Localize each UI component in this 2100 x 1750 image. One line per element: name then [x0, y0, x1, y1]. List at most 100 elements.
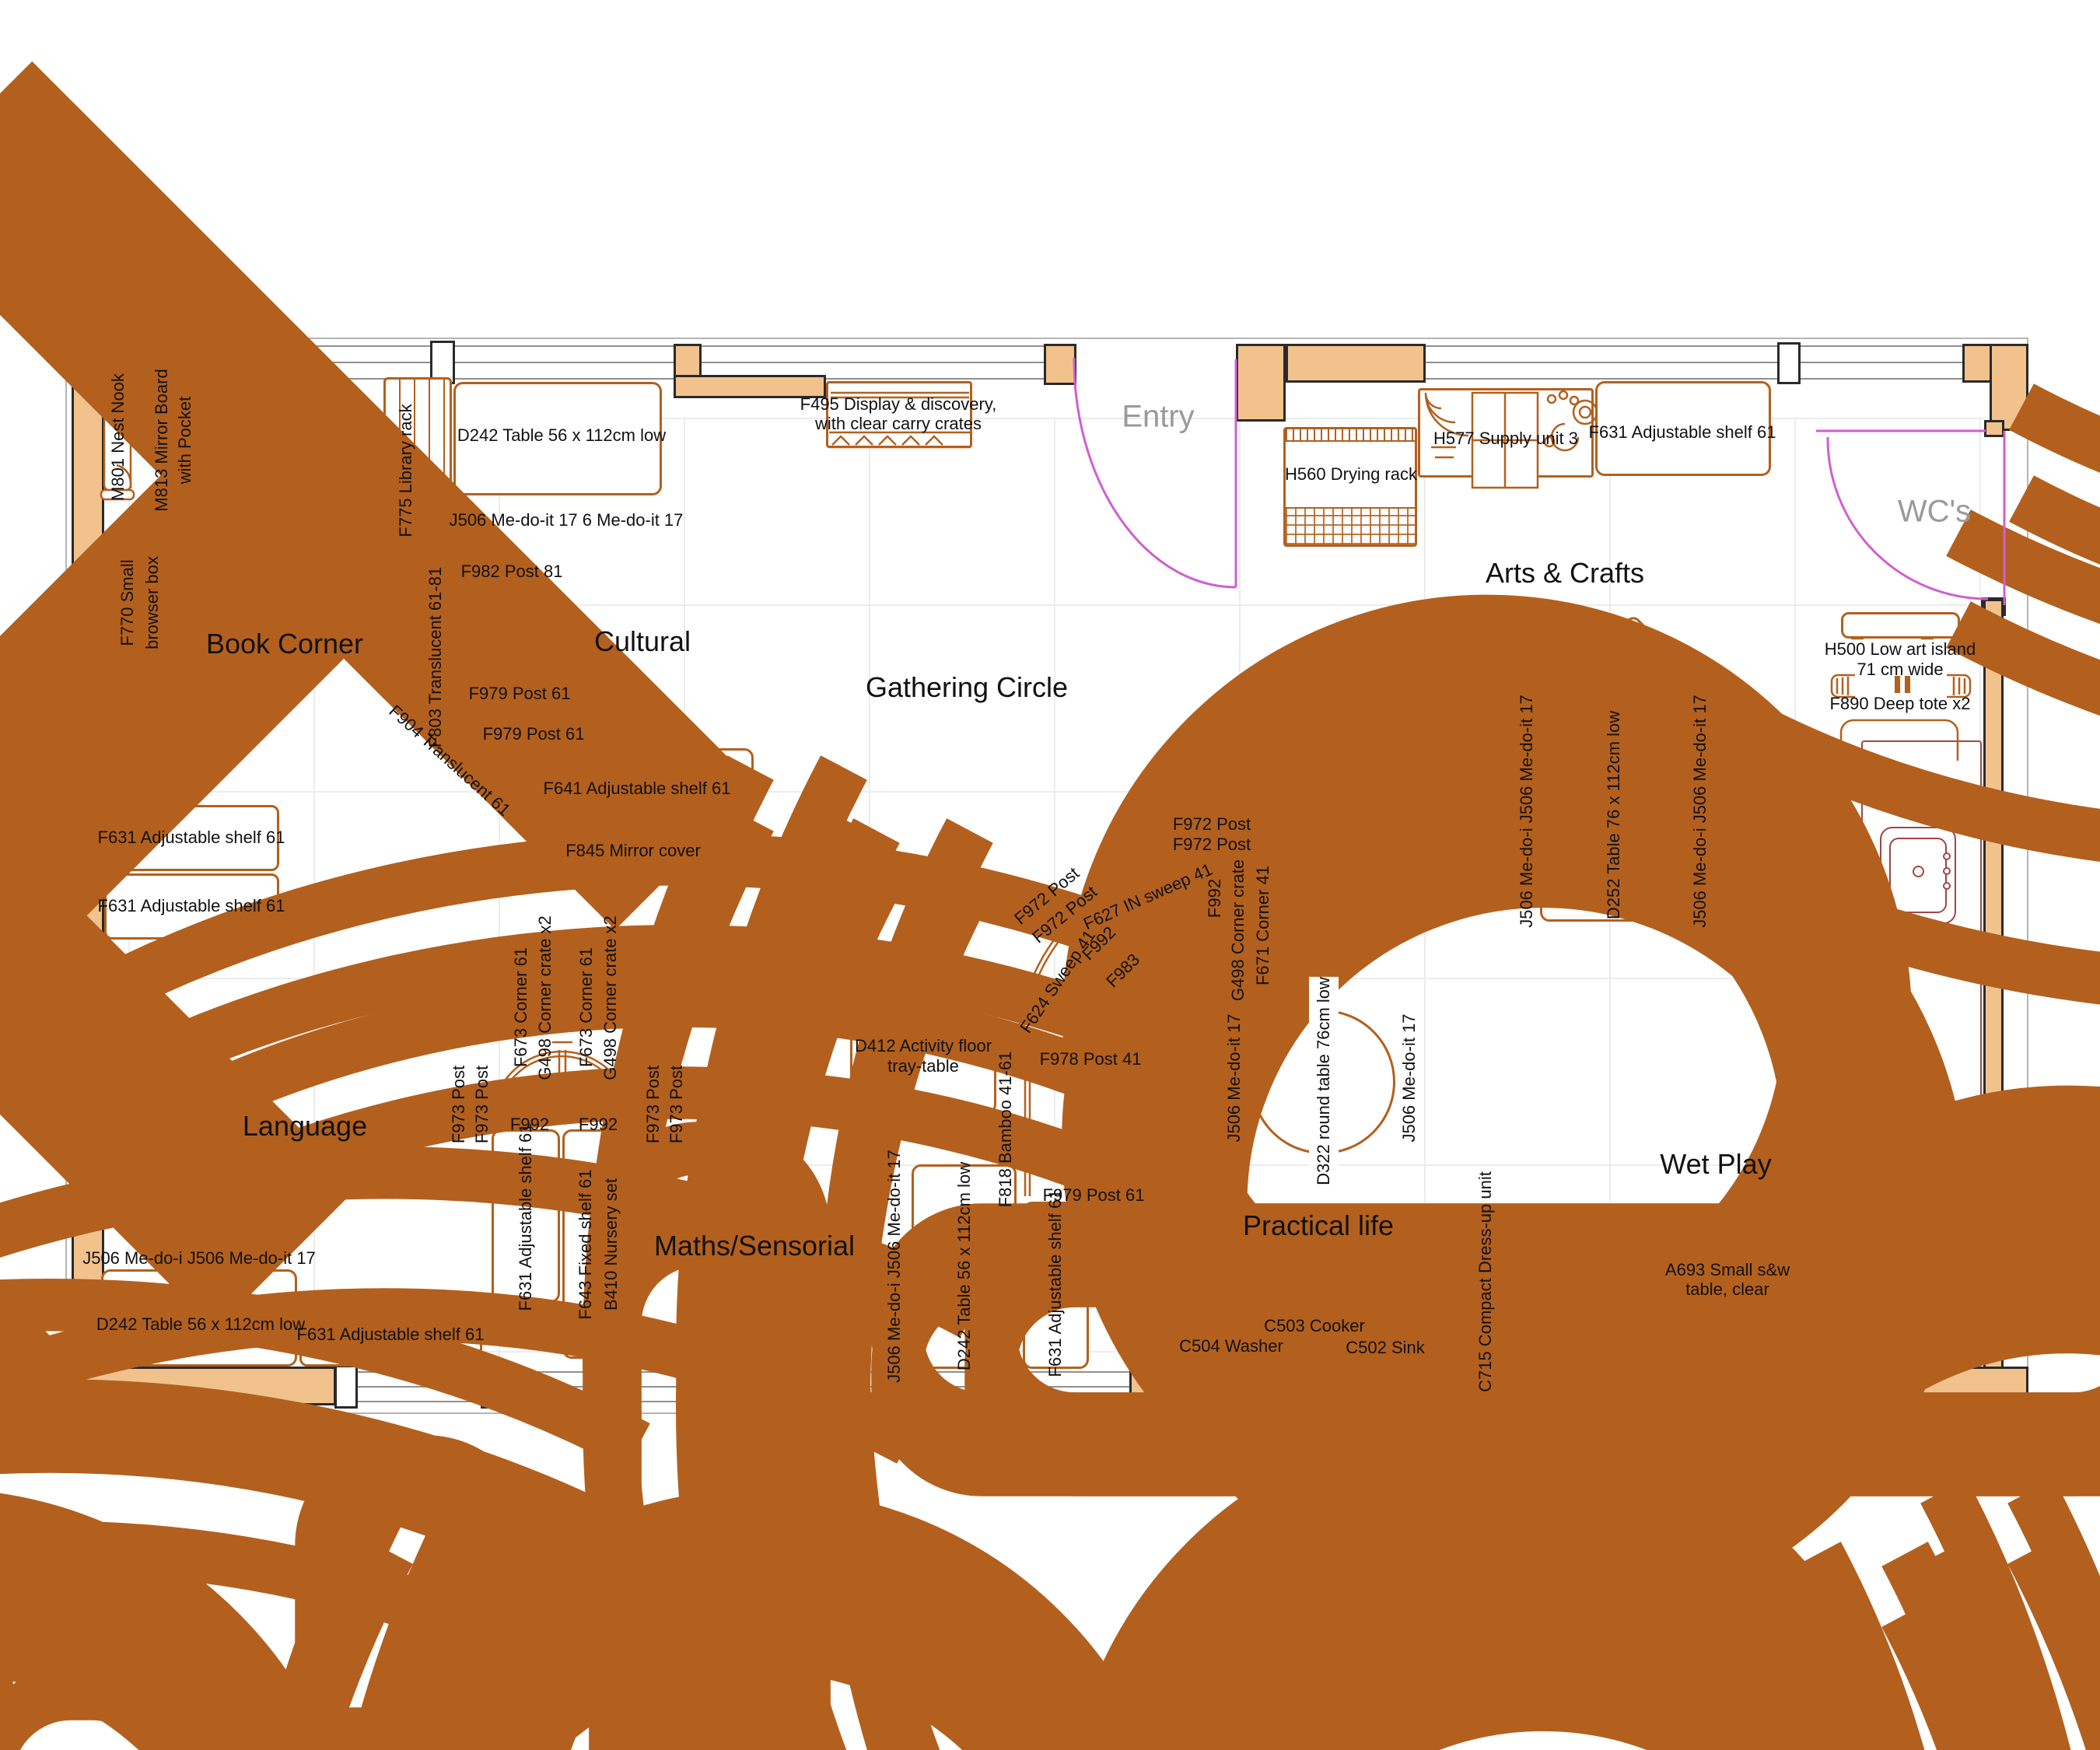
drying-rack-grid	[1286, 507, 1415, 544]
label-f673-left: F673 Corner 61	[511, 947, 531, 1068]
wall-pier	[334, 1365, 358, 1409]
label-g498: G498 Corner crate	[1228, 859, 1248, 1002]
label-g498x2-left: G498 Corner crate x2	[535, 915, 555, 1080]
wall-right-step	[1990, 344, 2028, 431]
label-f973-r2: F973 Post	[667, 1065, 687, 1144]
label-f982: F982 Post 81	[460, 562, 563, 582]
area-label-gathering-circle: Gathering Circle	[865, 670, 1069, 703]
wall-bottom-1	[72, 1367, 336, 1405]
tap-hole	[1943, 882, 1951, 890]
label-f775: F775 Library rack	[396, 404, 416, 537]
label-j506-d322-right: J506 Me-do-it 17	[1399, 1013, 1419, 1143]
label-f972-h2: F972 Post	[1172, 835, 1251, 855]
label-f973-r1: F973 Post	[643, 1065, 663, 1144]
wall-pier-entry-left	[1044, 344, 1076, 385]
wet-play-counter	[1861, 740, 1982, 1277]
label-f979-b: F979 Post 61	[482, 724, 585, 744]
h500-art-island	[1841, 612, 1960, 639]
label-f845: F845 Mirror cover	[565, 841, 701, 861]
label-d242-vertical: D242 Table 56 x 112cm low	[954, 1161, 975, 1371]
window	[358, 1371, 482, 1402]
label-j506-d322-left: J506 Me-do-it 17	[1224, 1013, 1244, 1143]
label-f972-h1: F972 Post	[1172, 814, 1251, 835]
chair-icon	[335, 1552, 2100, 1750]
h560-drying-rack	[1283, 427, 1417, 547]
wall-pier	[1000, 1365, 1020, 1409]
window	[1801, 345, 1962, 380]
label-f631-maths: F631 Adjustable shelf 61	[1045, 1189, 1066, 1377]
post-icon	[0, 1608, 1122, 1750]
label-b410: B410 Nursery set	[601, 1178, 621, 1311]
tap-hole	[1940, 1112, 1948, 1120]
label-m813-line2: with Pocket	[175, 396, 195, 485]
window	[826, 345, 1044, 380]
label-h577: H577 Supply unit 3	[1433, 429, 1578, 449]
sink-drain	[1913, 866, 1924, 877]
label-h560: H560 Drying rack	[1285, 464, 1417, 485]
label-f992-v: F992	[1205, 878, 1225, 919]
label-j506-pair-top: J506 Me-do-it 17 6 Me-do-it 17	[449, 510, 684, 530]
label-f631-left-1: F631 Adjustable shelf 61	[97, 828, 285, 848]
label-f641: F641 Adjustable shelf 61	[543, 779, 731, 799]
label-h500-line1: H500 Low art island	[1824, 639, 1976, 660]
label-g498x2-right: G498 Corner crate x2	[600, 915, 621, 1080]
wall-recess	[674, 375, 826, 398]
area-label-practical-life: Practical life	[1242, 1209, 1395, 1241]
label-c502: C502 Sink	[1346, 1338, 1425, 1358]
wall-top-2	[1286, 344, 1426, 383]
label-f643: F643 Fixed shelf 61	[576, 1169, 596, 1320]
wall-wc-pier-top	[1984, 420, 2004, 437]
tap-hole	[1943, 852, 1951, 860]
f775-library-rack	[383, 377, 452, 562]
label-f979-a: F979 Post 61	[468, 684, 571, 704]
label-a693-line2: table, clear	[1685, 1279, 1769, 1300]
wall-top-1	[72, 344, 215, 383]
window	[215, 345, 432, 380]
window	[455, 345, 677, 380]
chair-icon	[335, 1491, 2100, 1750]
wall-pier-entry-right	[1236, 344, 1286, 422]
label-f992-right: F992	[578, 1115, 618, 1135]
label-f978: F978 Post 41	[1039, 1049, 1142, 1069]
area-label-arts-crafts: Arts & Crafts	[1485, 556, 1645, 589]
label-c504: C504 Washer	[1179, 1336, 1283, 1356]
label-d242-bottom-left: D242 Table 56 x 112cm low	[96, 1314, 306, 1335]
label-f770-line1: F770 Small	[117, 559, 138, 646]
area-label-book-corner: Book Corner	[205, 627, 364, 660]
label-c503: C503 Cooker	[1264, 1316, 1365, 1336]
label-d412-line2: tray-table	[887, 1056, 959, 1076]
label-j506-col-maths: J506 Me-do-i J506 Me-do-it 17	[884, 1150, 905, 1383]
window	[1462, 1371, 1699, 1402]
label-f671: F671 Corner 41	[1253, 865, 1273, 986]
label-f631-left-2: F631 Adjustable shelf 61	[97, 896, 285, 916]
label-f631-vertical: F631 Adjustable shelf 61	[516, 1123, 536, 1311]
label-c715: C715 Compact Dress-up unit	[1475, 1171, 1496, 1392]
label-f631-bottom-left: F631 Adjustable shelf 61	[296, 1325, 485, 1345]
wall-pier	[1440, 1365, 1462, 1409]
label-a693-line1: A693 Small s&w	[1664, 1260, 1790, 1280]
wall-pier	[481, 1365, 504, 1409]
area-label-wet-play: Wet Play	[1660, 1147, 1772, 1180]
label-d242-top: D242 Table 56 x 112cm low	[457, 425, 667, 446]
sink-drain	[1909, 1125, 1921, 1137]
area-label-maths-sensorial: Maths/Sensorial	[653, 1229, 856, 1262]
tap-hole	[1940, 1142, 1948, 1150]
label-h500-line2: 71 cm wide	[1857, 660, 1944, 680]
label-j506-col-d252-right: J506 Me-do-i J506 Me-do-it 17	[1690, 695, 1710, 928]
label-d322: D322 round table 76cm low	[1309, 977, 1339, 1185]
label-f495-line2: with clear carry crates	[815, 414, 982, 434]
area-label-language: Language	[242, 1109, 368, 1142]
room-label-entry: Entry	[1122, 399, 1195, 434]
window	[702, 345, 826, 380]
wall-bottom-3	[1718, 1367, 2028, 1405]
label-f673-right: F673 Corner 61	[576, 947, 597, 1068]
label-f803: F803 Translucent 61-81	[425, 566, 446, 748]
label-f818: F818 Bamboo 41-61	[996, 1051, 1016, 1208]
chair-icon	[248, 1491, 2086, 1750]
label-f973-l2: F973 Post	[472, 1065, 492, 1144]
post-icon	[0, 1553, 1122, 1750]
wall-pier	[1777, 342, 1801, 384]
chair-icon	[0, 1405, 638, 1750]
label-f770-line2: browser box	[142, 556, 163, 649]
